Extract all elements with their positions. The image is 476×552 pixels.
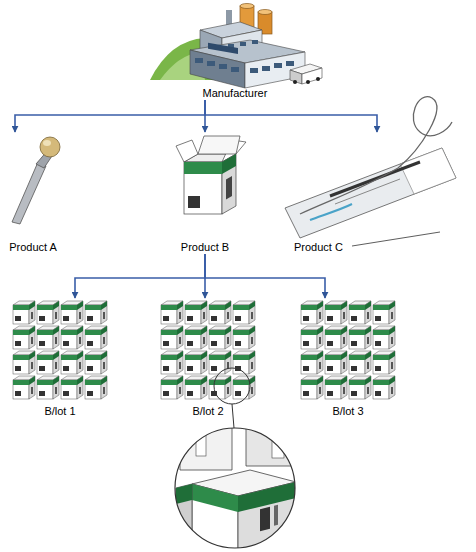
- flow-arrow: [205, 254, 325, 298]
- flow-arrow: [204, 254, 206, 298]
- node-caption: Manufacturer: [150, 87, 320, 100]
- flow-arrow: [75, 254, 205, 298]
- hip-implant: [12, 137, 60, 224]
- node-caption: B/lot 2: [154, 405, 262, 418]
- illustrated-node: Product B: [170, 132, 240, 254]
- lot-3-boxes: [300, 300, 396, 400]
- flow-arrow: [204, 100, 206, 132]
- node-caption: Product C: [280, 241, 470, 254]
- illustrated-node: B/lot 1: [6, 298, 114, 418]
- flow-arrow: [15, 100, 205, 132]
- illustrated-node: Product C: [280, 132, 470, 254]
- node-caption: Product A: [0, 241, 66, 254]
- node-caption: Product B: [170, 241, 240, 254]
- flow-arrow: [205, 100, 377, 132]
- product-box: [176, 136, 246, 214]
- lot-2-boxes: [160, 300, 256, 400]
- catheter-pouch: [285, 97, 456, 246]
- illustrated-node: B/lot 2: [154, 298, 262, 418]
- factory-illustration: [150, 4, 322, 89]
- truck: [290, 64, 322, 84]
- lot-1-boxes: [12, 300, 108, 400]
- illustrated-node: B/lot 3: [294, 298, 402, 418]
- node-caption: B/lot 3: [294, 405, 402, 418]
- illustrated-node: Manufacturer: [150, 0, 320, 100]
- illustrated-node: Product A: [0, 132, 66, 254]
- zoom-callout: [170, 368, 300, 552]
- node-caption: B/lot 1: [6, 405, 114, 418]
